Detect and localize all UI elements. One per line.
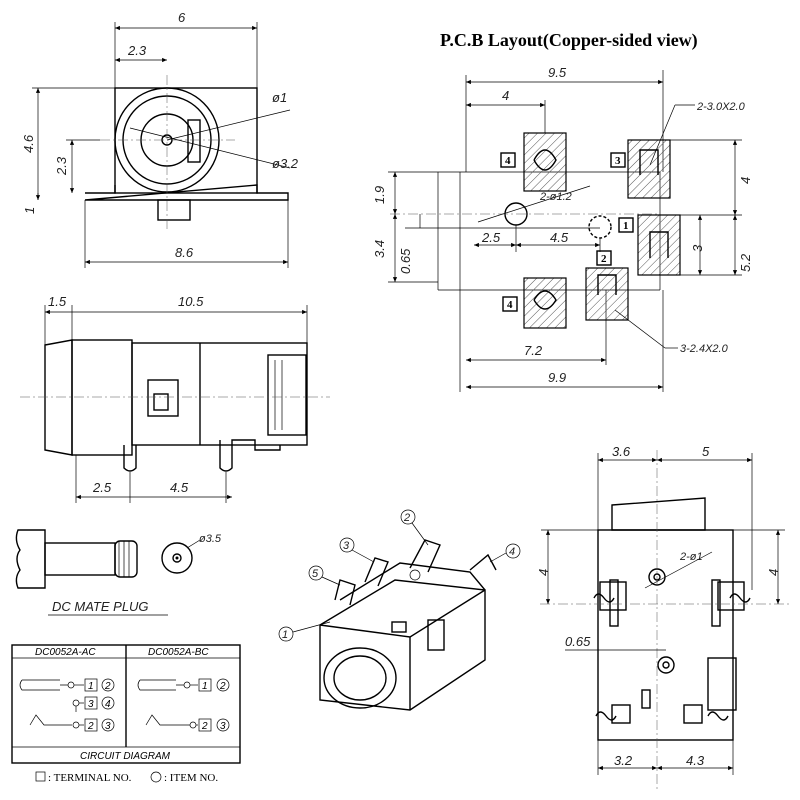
side-view: 1.5 10.5 2.5 4.5 [20,294,330,503]
pcb-hole-right [588,215,612,239]
ac-item-3: 3 [105,721,111,732]
bc-item-2: 2 [219,681,226,692]
isometric-view: 1 2 3 4 5 [278,509,521,711]
ac-terminal-1: 1 [88,681,94,692]
dim-center-x: 2.3 [127,43,147,58]
item-5: 5 [312,568,319,580]
pcb-layout: 4 3 1 2 4 9.5 4 1.9 3.4 0.65 2.5 4.5 7.2… [372,65,753,392]
item-3: 3 [343,540,350,552]
terminal-4-bottom: 4 [507,299,513,311]
terminal-2: 2 [601,253,607,265]
pcb-dim-4-5: 4.5 [550,230,569,245]
pcb-dim-4-right: 4 [738,177,753,184]
ac-item-2: 2 [104,681,111,692]
dim-height: 4.6 [21,134,36,153]
circuit-caption: CIRCUIT DIAGRAM [80,751,171,762]
plug-diameter: ø3.5 [199,533,222,545]
dc-mate-plug: ø3.5 DC MATE PLUG [15,529,222,616]
dim-base: 1 [22,207,37,214]
dim-bore-diameter: ø3.2 [272,156,299,171]
plug-label: DC MATE PLUG [52,599,149,614]
item-4: 4 [509,546,515,558]
item-1: 1 [282,629,288,641]
dim-center-y: 2.3 [54,156,69,176]
dim-pin-offset: 2.5 [92,480,112,495]
item-legend-circle [150,771,162,783]
bottom-dim-4-3: 4.3 [686,753,705,768]
iso-barrel-outer [323,647,397,709]
pcb-dim-2-5: 2.5 [481,230,501,245]
terminal-4-top: 4 [505,155,511,167]
ac-item-4: 4 [105,699,111,710]
bottom-view: 3.6 5 4 4 2-ø1 0.65 3.2 4.3 [536,444,790,790]
dim-width: 6 [178,10,186,25]
bottom-note-holes: 2-ø1 [679,551,703,563]
pad-1 [637,214,681,276]
pcb-dim-3: 3 [690,244,705,252]
dim-base-width: 8.6 [175,245,194,260]
legend-terminal: : TERMINAL NO. [48,772,132,784]
bottom-dim-5: 5 [702,444,710,459]
pcb-dim-4: 4 [502,88,509,103]
front-view: 6 2.3 4.6 2.3 1 8.6 ø1 ø3.2 [21,10,299,268]
bc-terminal-2: 2 [201,721,208,732]
dim-pin-spacing: 4.5 [170,480,189,495]
pcb-dim-5-2: 5.2 [738,253,753,272]
bc-terminal-1: 1 [202,681,208,692]
legend-item: : ITEM NO. [164,772,218,784]
pcb-dim-7-2: 7.2 [524,343,543,358]
bc-item-3: 3 [220,721,226,732]
pad-3 [627,139,671,199]
pcb-layout-title: P.C.B Layout(Copper-sided view) [440,30,698,51]
dim-length: 10.5 [178,294,204,309]
terminal-3: 3 [615,155,621,167]
model-ac: DC0052A-AC [35,647,96,658]
pcb-note-holes: 2-ø1.2 [539,191,572,203]
pcb-dim-9-5: 9.5 [548,65,567,80]
item-2: 2 [403,512,410,524]
pcb-dim-3-4: 3.4 [372,240,387,258]
model-bc: DC0052A-BC [148,647,209,658]
pad-4-top [523,132,567,192]
bottom-dim-3-2: 3.2 [614,753,633,768]
dim-pin-diameter: ø1 [272,90,287,105]
pcb-note-pads-bottom: 3-2.4X2.0 [680,343,729,355]
bottom-dim-4-right: 4 [766,569,781,576]
bottom-dim-3-6: 3.6 [612,444,631,459]
pcb-dim-1-9: 1.9 [372,186,387,204]
terminal-legend-square [35,771,46,782]
bottom-dim-4-left: 4 [536,569,551,576]
pad-4-bottom [523,277,567,329]
pad-2 [585,267,629,321]
pcb-note-pads-top: 2-3.0X2.0 [696,101,746,113]
bottom-dim-0-65: 0.65 [565,634,591,649]
pcb-dim-0-65: 0.65 [398,248,413,274]
ac-terminal-3: 3 [88,699,94,710]
ac-terminal-2: 2 [87,721,94,732]
pcb-dim-9-9: 9.9 [548,370,566,385]
terminal-1: 1 [623,220,629,232]
circuit-diagram: DC0052A-AC DC0052A-BC CIRCUIT DIAGRAM 1 … [11,644,241,784]
dim-lip: 1.5 [48,294,67,309]
